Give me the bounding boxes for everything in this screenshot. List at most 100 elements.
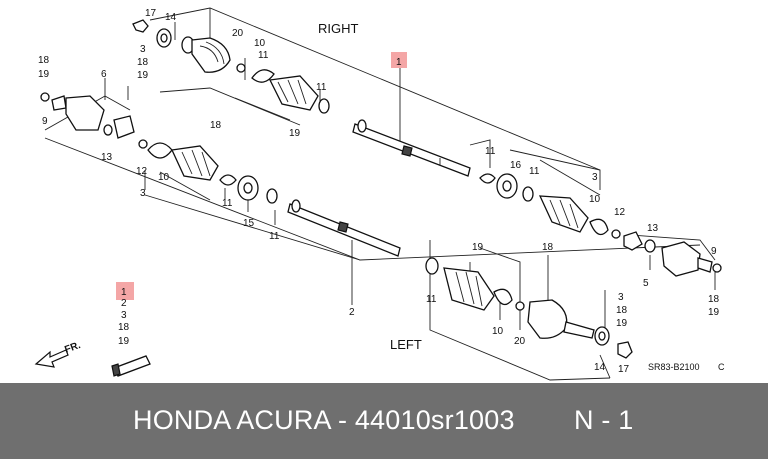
callout: 11: [426, 294, 437, 305]
callout: 11: [485, 146, 496, 157]
left-outboard-parts: [425, 257, 633, 359]
callout: 16: [510, 160, 522, 171]
tripod-joint-left-icon[interactable]: [113, 115, 135, 139]
inboard-boot-left-icon[interactable]: [171, 145, 219, 181]
callout: 12: [136, 166, 148, 177]
callout: 18: [616, 305, 628, 316]
snap-ring-12-left-icon[interactable]: [138, 139, 148, 149]
left-shaft-bar-icon[interactable]: [287, 199, 401, 257]
band-11-icon[interactable]: [318, 98, 330, 114]
callout: 12: [614, 207, 626, 218]
left-inboard-parts: [40, 92, 278, 204]
callout: 20: [514, 336, 526, 347]
outboard-joint-left-icon[interactable]: [527, 299, 595, 339]
highlight-item-1-top[interactable]: 1: [391, 52, 407, 68]
callout: 14: [165, 12, 177, 23]
callout: 13: [647, 223, 659, 234]
callout: 20: [232, 28, 244, 39]
grease-tube-icon: [111, 355, 151, 377]
callout: 18: [137, 57, 149, 68]
outboard-boot-icon[interactable]: [269, 75, 319, 111]
callout: 19: [472, 242, 484, 253]
footer-page: N - 1: [574, 405, 634, 435]
callout: 17: [145, 8, 157, 19]
callout: 9: [711, 246, 717, 257]
callout: 11: [269, 231, 280, 242]
band-11-mid-icon[interactable]: [479, 173, 496, 184]
band-11-lower-icon[interactable]: [425, 257, 439, 275]
callout: 17: [618, 364, 630, 375]
band-10-right-icon[interactable]: [589, 218, 609, 236]
callout: 6: [101, 69, 107, 80]
kit-item: 3: [121, 310, 127, 321]
callout: 18: [542, 242, 554, 253]
callout: 19: [616, 318, 628, 329]
callouts: 17 14 3 18 19 20 10 11 11 18 19 18 19 9 …: [38, 8, 720, 375]
ring-9-left-icon[interactable]: [40, 92, 50, 102]
drawing-code-suffix: C: [718, 362, 725, 372]
damper-16-icon[interactable]: [496, 173, 518, 199]
callout: 10: [589, 194, 601, 205]
callout: 5: [643, 278, 649, 289]
callout: 3: [618, 292, 624, 303]
nut-17-lower-icon[interactable]: [617, 341, 633, 359]
tripod-joint-right-icon[interactable]: [623, 231, 643, 251]
inboard-housing-right-icon[interactable]: [661, 241, 713, 277]
callout: 18: [210, 120, 222, 131]
callout: 19: [289, 128, 301, 139]
kit-item: 19: [118, 336, 130, 347]
kit-item: 1: [121, 287, 127, 298]
kit-item: 18: [118, 322, 130, 333]
right-inboard-parts: [479, 173, 722, 277]
band-11-left2-icon[interactable]: [266, 188, 278, 204]
parts-diagram: 17 14 3 18 19 20 10 11 11 18 19 18 19 9 …: [34, 7, 725, 381]
kit-list: 1 2 3 18 19: [111, 282, 151, 377]
callout: 19: [137, 70, 149, 81]
callout: 19: [708, 307, 720, 318]
callout: 10: [492, 326, 504, 337]
washer-14-icon[interactable]: [156, 28, 172, 48]
callout: 19: [38, 69, 50, 80]
ring-9-right-icon[interactable]: [712, 263, 722, 273]
clamp-band-20-icon[interactable]: [236, 63, 246, 73]
callout: 11: [529, 166, 540, 177]
band-20-lower-icon[interactable]: [515, 301, 525, 311]
inboard-housing-left-icon[interactable]: [51, 95, 105, 131]
callout: 9: [42, 116, 48, 127]
callout: 10: [158, 172, 170, 183]
callout: 2: [349, 307, 355, 318]
footer-title: HONDA ACURA - 44010sr1003: [133, 405, 515, 435]
outboard-boot-left-icon[interactable]: [443, 267, 495, 311]
band-11-left-icon[interactable]: [219, 174, 237, 186]
band-11-mid2-icon[interactable]: [522, 186, 534, 202]
callout: 11: [222, 198, 233, 209]
nut-17-icon[interactable]: [132, 19, 149, 33]
callout: 15: [243, 218, 255, 229]
footer-bar: HONDA ACURA - 44010sr1003 N - 1: [0, 383, 768, 459]
inboard-boot-right-icon[interactable]: [538, 195, 589, 233]
washer-14-lower-icon[interactable]: [594, 326, 610, 346]
band-10-lower-icon[interactable]: [493, 288, 513, 306]
boot-band-10-icon[interactable]: [251, 69, 275, 83]
band-10-left-icon[interactable]: [147, 142, 173, 159]
stop-ring-13-left-icon[interactable]: [103, 124, 113, 136]
snap-ring-12-icon[interactable]: [611, 229, 621, 239]
callout: 13: [101, 152, 113, 163]
front-label: FR.: [63, 340, 82, 356]
callout: 3: [592, 172, 598, 183]
kit-highlight: [116, 282, 134, 300]
front-arrow-icon: FR.: [34, 340, 82, 368]
callout: 14: [594, 362, 606, 373]
damper-15-icon[interactable]: [237, 175, 259, 201]
callout: 10: [254, 38, 266, 49]
right-shaft-bar-icon[interactable]: [352, 119, 471, 177]
outboard-joint-icon[interactable]: [181, 36, 231, 73]
callout: 3: [140, 188, 146, 199]
kit-item: 2: [121, 298, 127, 309]
drawing-code: SR83-B2100: [648, 362, 700, 372]
side-label-right: RIGHT: [318, 21, 359, 36]
callout-highlight: 1: [396, 57, 402, 68]
callout: 11: [316, 82, 327, 93]
stop-ring-13-icon[interactable]: [644, 239, 656, 253]
